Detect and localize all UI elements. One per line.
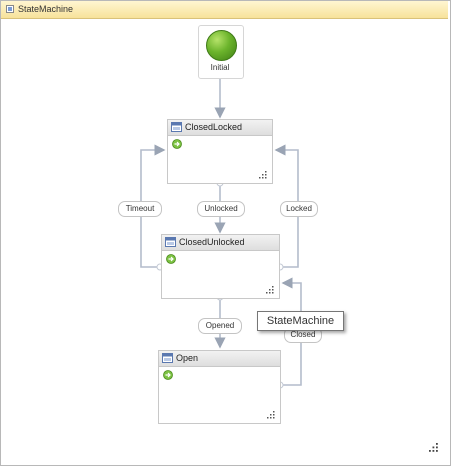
transition-locked[interactable]: Locked [280, 201, 318, 217]
state-machine-icon [6, 5, 14, 13]
state-name: ClosedUnlocked [179, 237, 245, 247]
state-icon [162, 353, 173, 363]
state-closedunlocked[interactable]: ClosedUnlocked [161, 234, 280, 299]
transition-unlocked[interactable]: Unlocked [197, 201, 245, 217]
state-open[interactable]: Open [158, 350, 281, 424]
window-title: StateMachine [18, 4, 74, 14]
resize-grip-icon[interactable] [259, 171, 267, 179]
state-header: Open [159, 351, 280, 367]
transition-opened[interactable]: Opened [198, 318, 242, 334]
initial-label: Initial [210, 63, 230, 72]
state-header: ClosedUnlocked [162, 235, 279, 251]
title-bar: StateMachine [1, 1, 448, 19]
state-icon [165, 237, 176, 247]
entry-action-icon[interactable] [172, 139, 182, 149]
initial-state-icon[interactable] [206, 30, 237, 61]
transition-timeout[interactable]: Timeout [118, 201, 162, 217]
canvas-resize-grip-icon[interactable] [428, 442, 438, 452]
state-icon [171, 122, 182, 132]
resize-grip-icon[interactable] [266, 286, 274, 294]
entry-action-icon[interactable] [166, 254, 176, 264]
resize-grip-icon[interactable] [267, 411, 275, 419]
tooltip: StateMachine [257, 311, 344, 331]
state-closedlocked[interactable]: ClosedLocked [167, 119, 273, 184]
entry-action-icon[interactable] [163, 370, 173, 380]
state-header: ClosedLocked [168, 120, 272, 136]
state-name: ClosedLocked [185, 122, 243, 132]
state-name: Open [176, 353, 199, 363]
